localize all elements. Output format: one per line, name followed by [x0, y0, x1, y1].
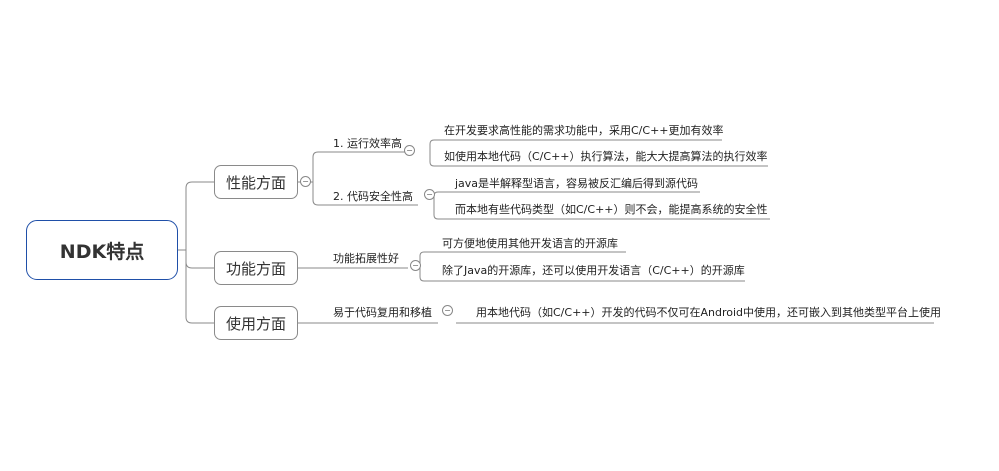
- leaf-topic[interactable]: java是半解释型语言，容易被反汇编后得到源代码: [455, 177, 699, 190]
- root-topic[interactable]: NDK特点: [26, 220, 178, 280]
- branch-performance[interactable]: 性能方面: [214, 165, 298, 199]
- leaf-topic[interactable]: 如使用本地代码（C/C++）执行算法，能大大提高算法的执行效率: [444, 150, 768, 163]
- collapse-toggle-icon[interactable]: −: [424, 189, 435, 200]
- sub-topic[interactable]: 1. 运行效率高: [333, 137, 402, 150]
- leaf-topic[interactable]: 用本地代码（如C/C++）开发的代码不仅可在Android中使用，还可嵌入到其他…: [476, 306, 942, 319]
- collapse-toggle-icon[interactable]: −: [404, 145, 415, 156]
- leaf-topic[interactable]: 而本地有些代码类型（如C/C++）则不会，能提高系统的安全性: [455, 203, 768, 216]
- leaf-topic[interactable]: 除了Java的开源库，还可以使用开发语言（C/C++）的开源库: [442, 264, 745, 277]
- sub-topic[interactable]: 易于代码复用和移植: [333, 306, 432, 319]
- sub-topic[interactable]: 2. 代码安全性高: [333, 190, 413, 203]
- collapse-toggle-icon[interactable]: −: [442, 305, 453, 316]
- sub-topic[interactable]: 功能拓展性好: [333, 252, 399, 265]
- collapse-toggle-icon[interactable]: −: [300, 176, 311, 187]
- branch-function[interactable]: 功能方面: [214, 251, 298, 285]
- leaf-topic[interactable]: 在开发要求高性能的需求功能中，采用C/C++更加有效率: [444, 124, 724, 137]
- branch-usage[interactable]: 使用方面: [214, 306, 298, 340]
- collapse-toggle-icon[interactable]: −: [410, 260, 421, 271]
- leaf-topic[interactable]: 可方便地使用其他开发语言的开源库: [442, 237, 618, 250]
